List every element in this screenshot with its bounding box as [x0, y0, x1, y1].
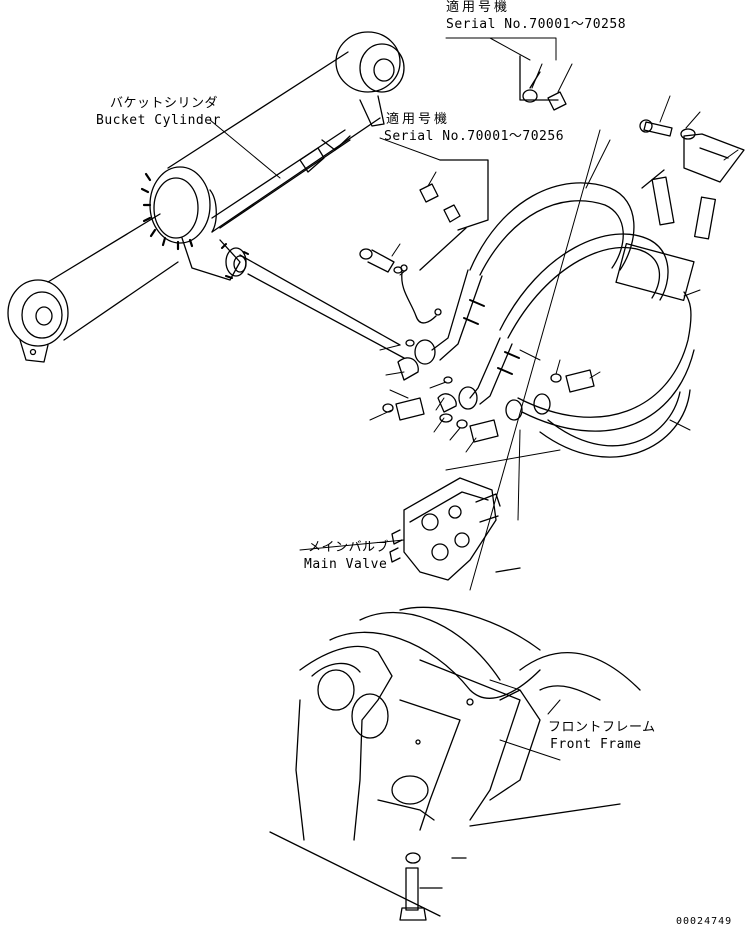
- rod-eye: [7, 279, 69, 347]
- serial-top-label-jp: 適用号機: [446, 0, 511, 15]
- head-eye: [335, 31, 401, 93]
- leader-lines: [209, 37, 739, 761]
- main-valve-label-jp: メインバルブ: [308, 540, 390, 555]
- drawing-number: 00024749: [676, 916, 733, 927]
- bucket-cylinder-label-jp: バケットシリンダ: [110, 96, 219, 111]
- main-valve: [389, 477, 521, 581]
- serial-top-label-en: Serial No.70001～70258: [446, 17, 627, 32]
- bucket-cylinder-label-en: Bucket Cylinder: [96, 113, 221, 128]
- front-frame-label-jp: フロントフレーム: [548, 720, 656, 735]
- hose-assembly: [414, 182, 695, 458]
- main-valve-label-en: Main Valve: [304, 557, 388, 572]
- front-frame: [269, 606, 641, 917]
- clamps-and-bolts: [359, 248, 595, 443]
- pipe: [239, 254, 401, 346]
- frame-bolt: [399, 852, 467, 921]
- bucket-cylinder: [7, 31, 405, 363]
- front-frame-label-en: Front Frame: [550, 737, 642, 752]
- serial-mid-label-en: Serial No.70001～70256: [384, 129, 565, 144]
- serial-mid-label-jp: 適用号機: [386, 112, 451, 127]
- cylinder-rod: [47, 213, 161, 283]
- serial-top-parts: [519, 55, 567, 111]
- bracket-parts: [639, 119, 745, 240]
- cylinder-tube: [167, 51, 349, 169]
